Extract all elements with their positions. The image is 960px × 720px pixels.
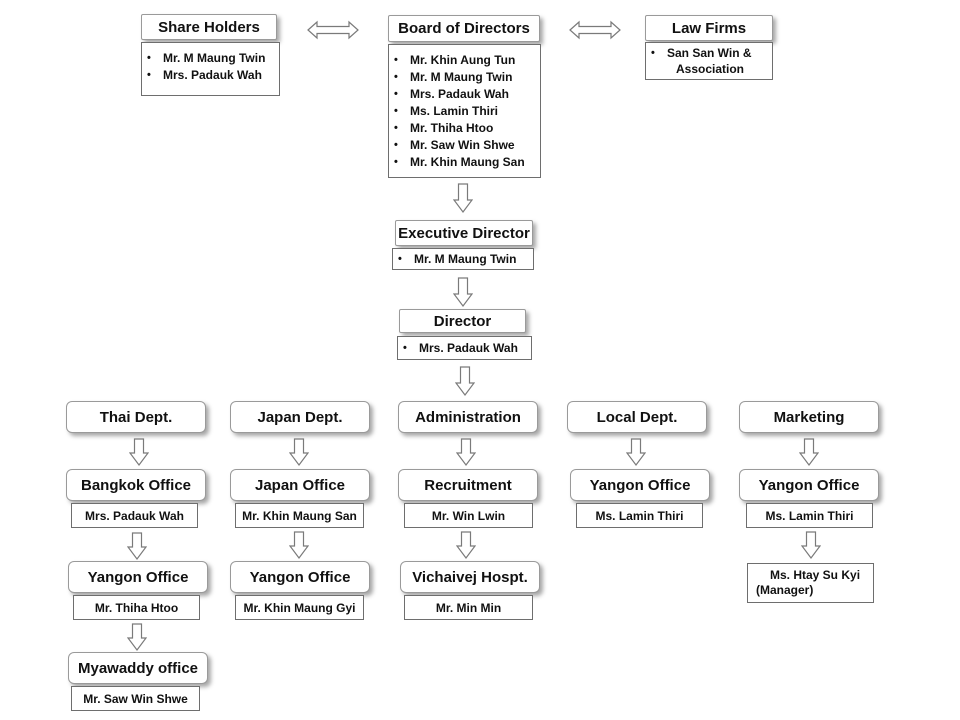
local-dept-header: Local Dept. bbox=[567, 401, 707, 433]
board-of-directors-header: Board of Directors bbox=[388, 15, 540, 42]
marketing-manager-role: (Manager) bbox=[756, 583, 814, 597]
board-member-item: Mr. Khin Aung Tun bbox=[389, 52, 540, 69]
thai-yangon-office-header: Yangon Office bbox=[68, 561, 208, 593]
marketing-manager-name: Ms. Htay Su Kyi bbox=[770, 568, 861, 582]
director-list: Mrs. Padauk Wah bbox=[397, 336, 532, 360]
down-arrow-icon bbox=[456, 531, 476, 559]
local-yangon-office-header: Yangon Office bbox=[570, 469, 710, 501]
law-firms-list: San San Win & Association bbox=[645, 42, 773, 80]
myawaddy-office-header: Myawaddy office bbox=[68, 652, 208, 684]
share-holder-item: Mr. M Maung Twin bbox=[142, 50, 279, 67]
bangkok-office-header: Bangkok Office bbox=[66, 469, 206, 501]
board-members-list: Mr. Khin Aung Tun Mr. M Maung Twin Mrs. … bbox=[388, 44, 541, 178]
japan-yangon-office-header: Yangon Office bbox=[230, 561, 370, 593]
down-arrow-icon bbox=[801, 531, 821, 559]
down-arrow-icon bbox=[456, 438, 476, 466]
double-arrow-icon bbox=[307, 20, 359, 40]
japan-office-header: Japan Office bbox=[230, 469, 370, 501]
down-arrow-icon bbox=[626, 438, 646, 466]
down-arrow-icon bbox=[453, 183, 473, 213]
japan-office-person: Mr. Khin Maung San bbox=[235, 503, 364, 528]
down-arrow-icon bbox=[127, 623, 147, 651]
marketing-yangon-office-header: Yangon Office bbox=[739, 469, 879, 501]
down-arrow-icon bbox=[799, 438, 819, 466]
law-firm-item: San San Win & bbox=[646, 45, 772, 61]
executive-director-header: Executive Director bbox=[395, 220, 533, 246]
administration-header: Administration bbox=[398, 401, 538, 433]
double-arrow-icon bbox=[569, 20, 621, 40]
japan-dept-header: Japan Dept. bbox=[230, 401, 370, 433]
board-member-item: Mr. Saw Win Shwe bbox=[389, 137, 540, 154]
thai-dept-header: Thai Dept. bbox=[66, 401, 206, 433]
local-yangon-office-person: Ms. Lamin Thiri bbox=[576, 503, 703, 528]
director-header: Director bbox=[399, 309, 526, 333]
japan-yangon-office-person: Mr. Khin Maung Gyi bbox=[235, 595, 364, 620]
marketing-manager: Ms. Htay Su Kyi (Manager) bbox=[747, 563, 874, 603]
thai-yangon-office-person: Mr. Thiha Htoo bbox=[73, 595, 200, 620]
director-name: Mrs. Padauk Wah bbox=[398, 340, 531, 357]
down-arrow-icon bbox=[289, 531, 309, 559]
law-firm-item-continued: Association bbox=[676, 62, 745, 76]
board-member-item: Mr. Thiha Htoo bbox=[389, 120, 540, 137]
share-holders-header: Share Holders bbox=[141, 14, 277, 40]
bangkok-office-person: Mrs. Padauk Wah bbox=[71, 503, 198, 528]
executive-director-list: Mr. M Maung Twin bbox=[392, 248, 534, 270]
marketing-header: Marketing bbox=[739, 401, 879, 433]
down-arrow-icon bbox=[453, 277, 473, 307]
down-arrow-icon bbox=[129, 438, 149, 466]
board-member-item: Mr. M Maung Twin bbox=[389, 69, 540, 86]
law-firms-header: Law Firms bbox=[645, 15, 773, 41]
vichaivej-hospital-header: Vichaivej Hospt. bbox=[400, 561, 540, 593]
recruitment-person: Mr. Win Lwin bbox=[404, 503, 533, 528]
recruitment-header: Recruitment bbox=[398, 469, 538, 501]
down-arrow-icon bbox=[127, 532, 147, 560]
marketing-yangon-office-person: Ms. Lamin Thiri bbox=[746, 503, 873, 528]
executive-director-name: Mr. M Maung Twin bbox=[393, 251, 533, 268]
board-member-item: Mrs. Padauk Wah bbox=[389, 86, 540, 103]
down-arrow-icon bbox=[289, 438, 309, 466]
down-arrow-icon bbox=[455, 366, 475, 396]
vichaivej-hospital-person: Mr. Min Min bbox=[404, 595, 533, 620]
share-holders-list: Mr. M Maung Twin Mrs. Padauk Wah bbox=[141, 42, 280, 96]
myawaddy-office-person: Mr. Saw Win Shwe bbox=[71, 686, 200, 711]
board-member-item: Ms. Lamin Thiri bbox=[389, 103, 540, 120]
share-holder-item: Mrs. Padauk Wah bbox=[142, 67, 279, 84]
board-member-item: Mr. Khin Maung San bbox=[389, 154, 540, 171]
